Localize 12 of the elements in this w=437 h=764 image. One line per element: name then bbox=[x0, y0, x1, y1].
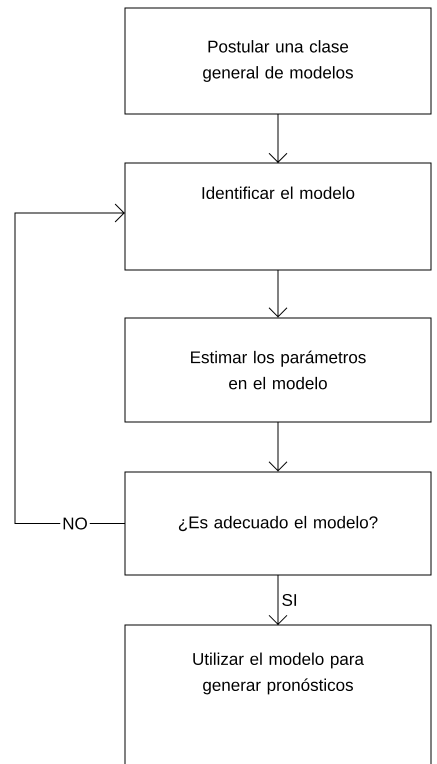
process-box: Postular una clase general de modelos bbox=[124, 8, 432, 114]
process-box: Estimar los parámetros en el modelo bbox=[124, 318, 432, 422]
loop-arrow bbox=[14, 204, 125, 524]
edge-label: SI bbox=[282, 594, 296, 606]
arrow bbox=[268, 270, 288, 318]
process-box: Identificar el modelo bbox=[124, 162, 432, 270]
edge-label: NO bbox=[60, 515, 90, 532]
arrow bbox=[268, 422, 288, 472]
arrow bbox=[268, 575, 288, 625]
process-box: ¿Es adecuado el modelo? bbox=[124, 472, 432, 576]
process-box: Utilizar el modelo para generar pronósticos bbox=[124, 624, 432, 764]
arrow bbox=[268, 114, 288, 163]
